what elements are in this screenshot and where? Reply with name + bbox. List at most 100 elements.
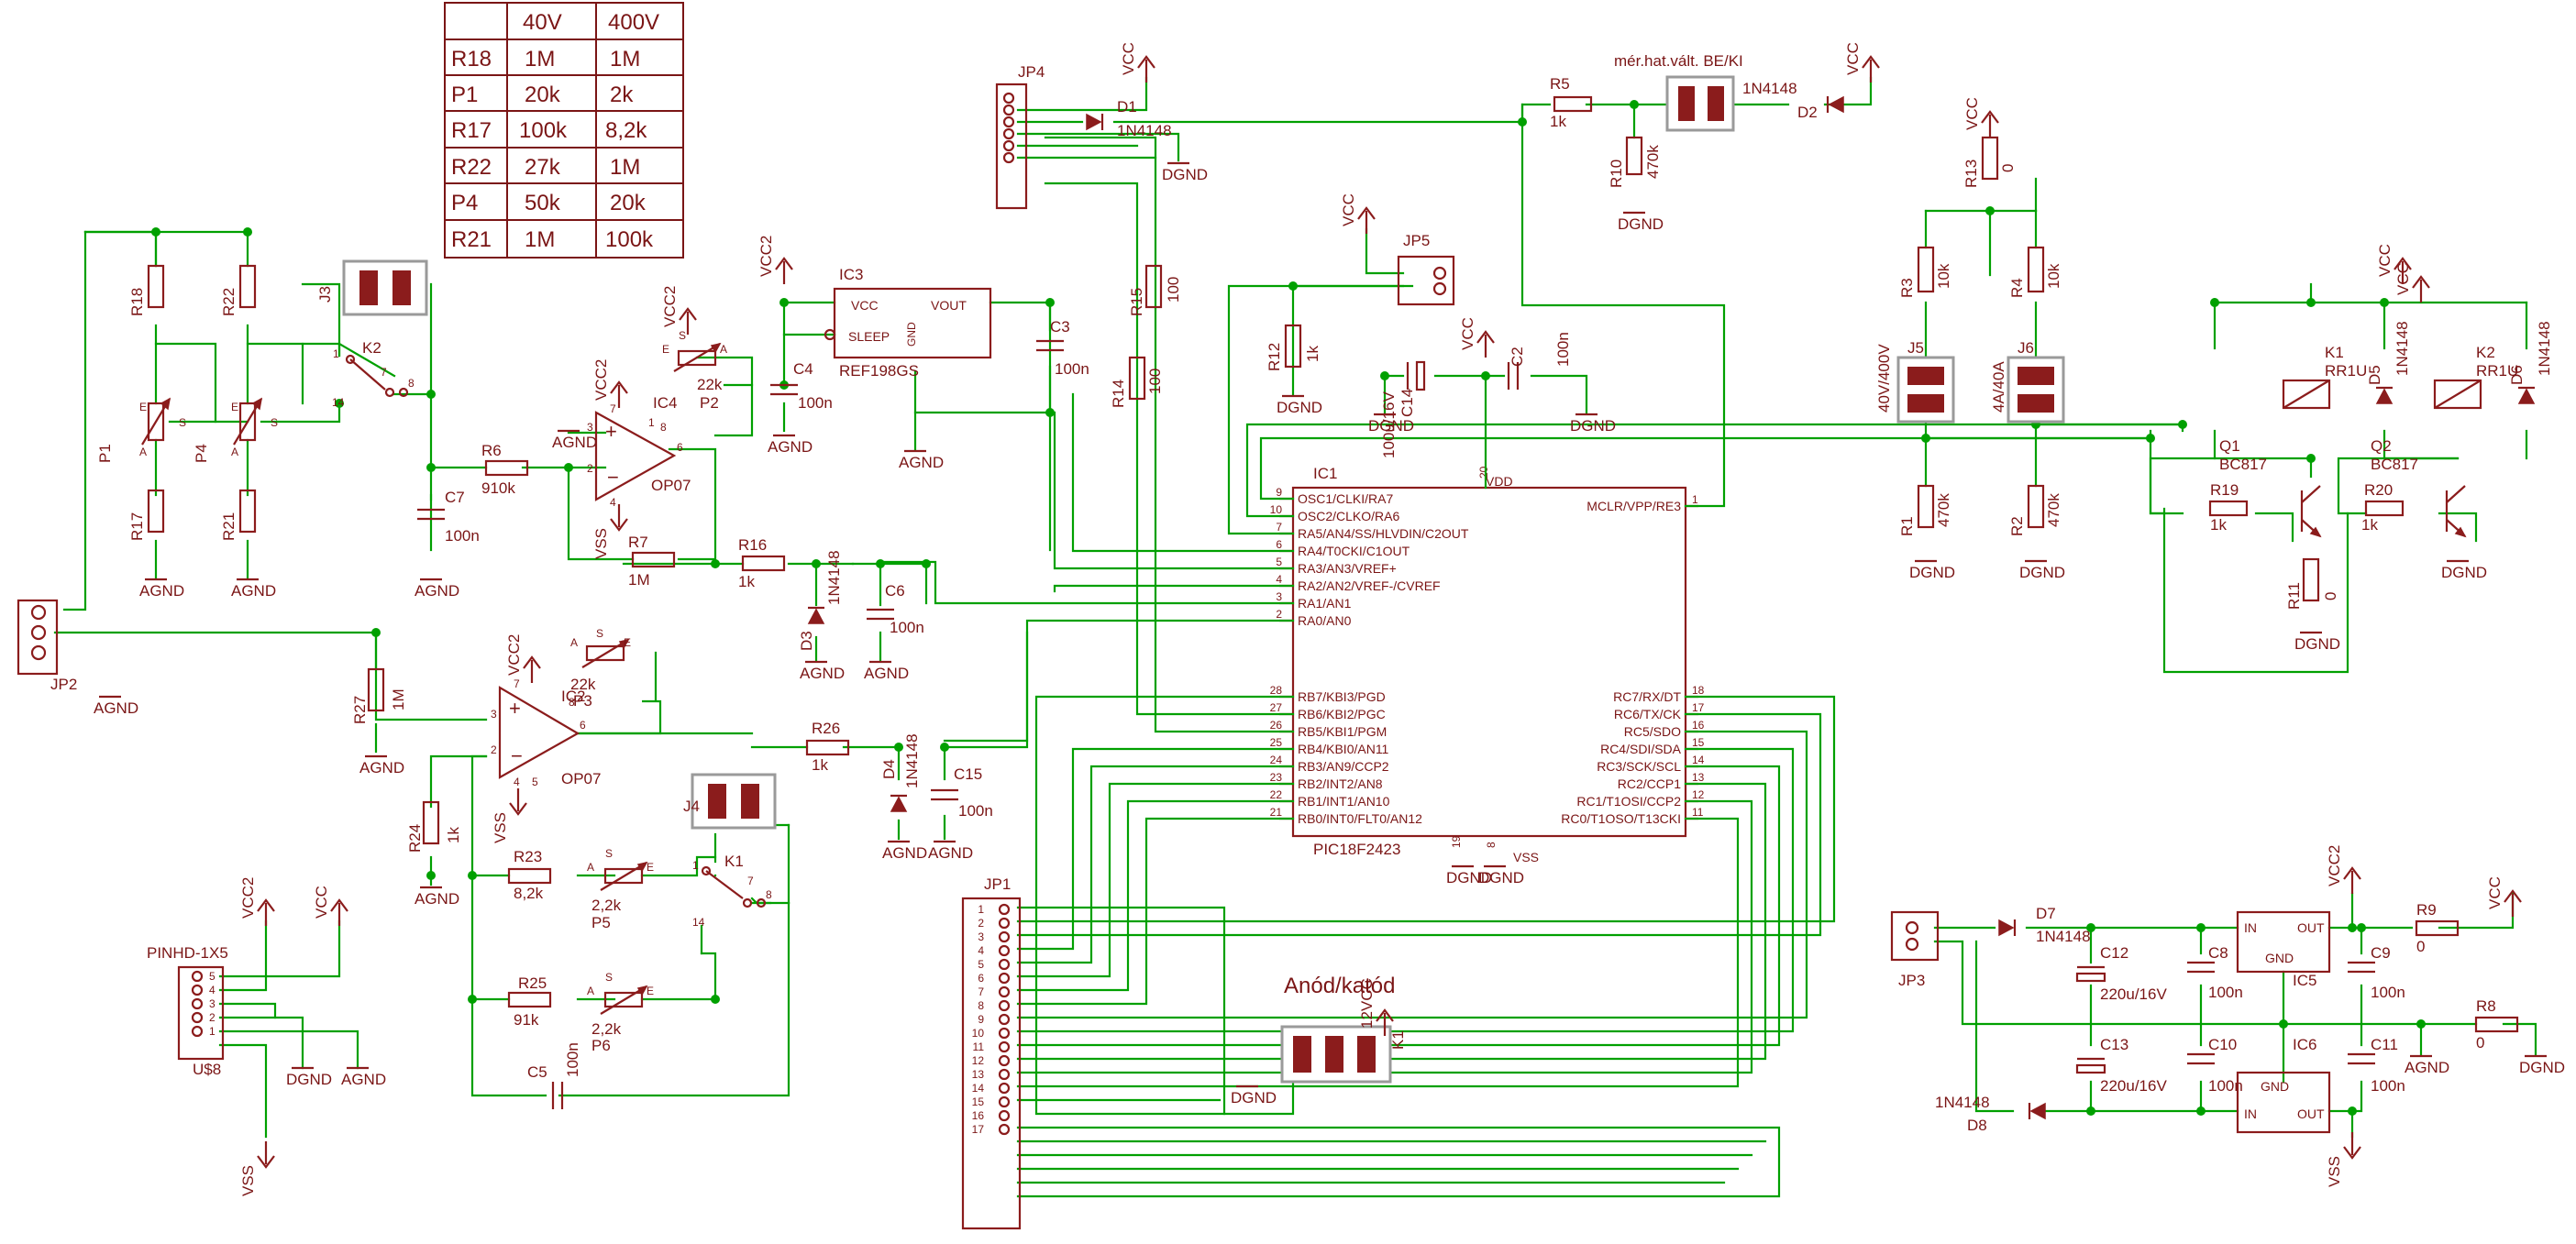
pin-hole <box>998 999 1011 1012</box>
ic1-pin-number: 27 <box>1270 701 1283 714</box>
svg-text:470k: 470k <box>2045 493 2062 527</box>
resistor-r18: R18 <box>128 264 165 316</box>
svg-text:D2: D2 <box>1797 104 1818 121</box>
svg-text:R21: R21 <box>220 512 238 541</box>
svg-text:BC817: BC817 <box>2219 456 2267 473</box>
regulator-ic5: IN OUT GND IC5 <box>2236 910 2331 989</box>
svg-text:C6: C6 <box>885 582 905 600</box>
svg-text:R4: R4 <box>2008 278 2026 298</box>
pin-number: 13 <box>972 1068 985 1081</box>
ground-label: AGND <box>415 582 459 600</box>
svg-text:220u/16V: 220u/16V <box>2100 1077 2167 1095</box>
svg-text:6: 6 <box>677 441 683 454</box>
junction-dot <box>711 995 720 1004</box>
svg-text:R13: R13 <box>1962 160 1980 188</box>
pin-number: 4 <box>978 944 984 957</box>
svg-text:E: E <box>662 343 669 356</box>
svg-text:C10: C10 <box>2208 1036 2237 1053</box>
svg-text:D4: D4 <box>880 759 898 779</box>
ic1-pin-number: 10 <box>1270 503 1283 516</box>
junction-dot <box>2178 420 2187 429</box>
supply-label: VCC2 <box>757 236 775 277</box>
svg-text:−: − <box>511 744 523 767</box>
ic1-pin-number: 22 <box>1270 788 1283 801</box>
ground-symbol: DGND <box>1231 1084 1277 1106</box>
svg-text:3: 3 <box>491 708 497 721</box>
jumper-anod <box>1280 1025 1392 1084</box>
svg-text:1N4148: 1N4148 <box>1935 1094 1990 1111</box>
svg-text:P5: P5 <box>591 914 611 931</box>
svg-text:S: S <box>605 847 613 860</box>
resistor-r14: R14 100 <box>1110 356 1164 408</box>
pin-number: 8 <box>978 999 984 1012</box>
svg-text:OP07: OP07 <box>561 770 601 787</box>
svg-text:1N4148: 1N4148 <box>2394 321 2411 376</box>
svg-text:R1: R1 <box>1898 516 1916 536</box>
ground-symbol: AGND <box>231 578 276 600</box>
svg-text:100n: 100n <box>1055 360 1089 378</box>
ground-symbol: DGND <box>1478 864 1524 886</box>
svg-text:C5: C5 <box>527 1063 547 1081</box>
supply-symbol: VCC <box>313 886 348 926</box>
ground-label: DGND <box>286 1071 332 1088</box>
junction-dot <box>779 298 789 307</box>
ic1-pin-name: MCLR/VPP/RE3 <box>1587 499 1681 513</box>
ground-label: DGND <box>1446 869 1492 886</box>
ic1-pin-number: 24 <box>1270 754 1283 766</box>
svg-text:C15: C15 <box>954 765 982 783</box>
ground-symbol: DGND <box>1570 413 1616 435</box>
ground-symbol: AGND <box>341 1066 386 1088</box>
pin-number: 15 <box>972 1095 985 1108</box>
junction-dot <box>1045 298 1055 307</box>
svg-text:E: E <box>231 401 238 413</box>
ground-label: AGND <box>341 1071 386 1088</box>
svg-text:R14: R14 <box>1110 380 1127 408</box>
svg-text:S: S <box>679 329 686 342</box>
pin-hole <box>191 984 204 996</box>
ground-symbol: AGND <box>552 429 597 451</box>
svg-text:E: E <box>624 636 631 649</box>
ground-label: AGND <box>864 665 909 682</box>
svg-text:8: 8 <box>1485 842 1498 848</box>
svg-text:1N4148: 1N4148 <box>1742 80 1797 97</box>
svg-text:1: 1 <box>648 416 655 429</box>
svg-text:100: 100 <box>1146 369 1164 394</box>
ic1-pin-number: 18 <box>1692 684 1705 697</box>
svg-text:E: E <box>647 861 654 874</box>
svg-text:+: + <box>509 697 521 720</box>
svg-text:4: 4 <box>514 776 520 788</box>
junction-dot <box>1288 281 1298 291</box>
table-header-40v: 40V <box>523 10 562 35</box>
svg-text:10k: 10k <box>2045 263 2062 289</box>
svg-text:C8: C8 <box>2208 944 2228 962</box>
ground-symbol: AGND <box>359 754 404 776</box>
jumper-j4 <box>691 773 777 830</box>
ground-symbol: DGND <box>2019 559 2065 581</box>
pin-hole <box>998 1082 1011 1095</box>
svg-text:PIC18F2423: PIC18F2423 <box>1313 841 1400 858</box>
supply-label: VSS <box>492 812 509 843</box>
svg-text:R15: R15 <box>1128 288 1145 316</box>
supply-symbol: VCC2 <box>757 236 793 284</box>
ic1-pin-number: 6 <box>1276 538 1282 551</box>
svg-text:VCC: VCC <box>851 298 879 313</box>
pin-number: 12 <box>972 1054 985 1067</box>
svg-text:P2: P2 <box>700 394 719 412</box>
jumpers <box>342 75 2065 1084</box>
ground-symbol: AGND <box>768 434 813 456</box>
ic1-pin-name: RA2/AN2/VREF-/CVREF <box>1298 578 1441 593</box>
svg-text:S: S <box>271 416 278 429</box>
svg-text:VSS: VSS <box>1513 850 1539 864</box>
svg-text:Q1: Q1 <box>2219 437 2240 455</box>
